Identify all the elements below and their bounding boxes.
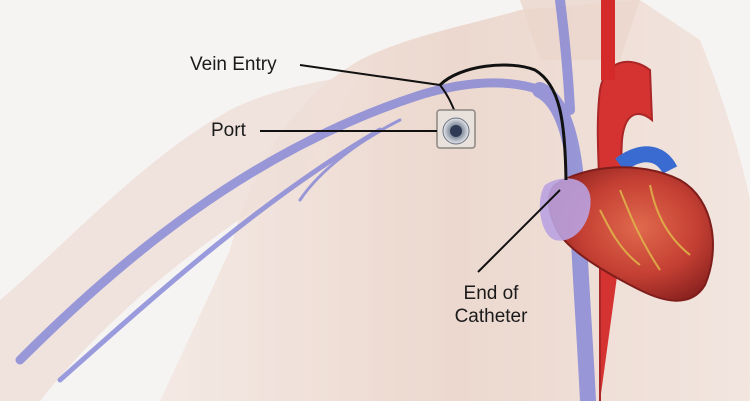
right-atrium — [539, 178, 591, 241]
vein-entry-leader — [299, 64, 441, 86]
arm-shape — [0, 75, 360, 401]
neck-shape — [520, 0, 640, 60]
pulmonary-artery — [615, 146, 678, 175]
end-of-catheter-line1: End of — [463, 283, 519, 304]
port-device — [436, 109, 476, 149]
coronary-vessels — [599, 184, 691, 271]
vein-entry-label: Vein Entry — [190, 54, 277, 75]
end-of-catheter-label: End of Catheter — [446, 282, 536, 328]
catheter-end-leader — [477, 189, 561, 273]
port-label: Port — [211, 120, 246, 141]
catheter — [438, 63, 568, 181]
end-of-catheter-line2: Catheter — [454, 306, 528, 327]
veins — [15, 0, 596, 401]
